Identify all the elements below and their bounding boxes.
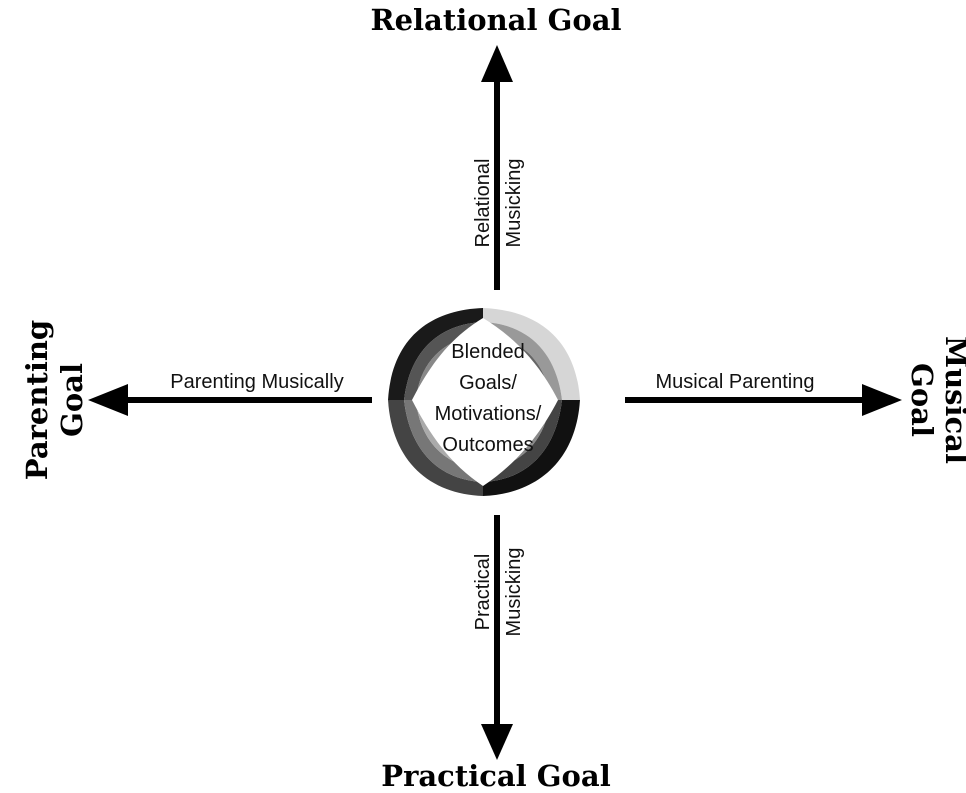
arrow-down-label-line1: Practical bbox=[472, 554, 494, 631]
arrow-down bbox=[481, 515, 513, 760]
goal-title-practical: Practical Goal bbox=[381, 759, 610, 793]
center-white-lens bbox=[412, 318, 558, 486]
goal-title-musical-line1: Musical bbox=[939, 336, 966, 464]
arrow-right-label: Musical Parenting bbox=[656, 371, 815, 393]
center-blend-shape bbox=[388, 305, 580, 498]
arrow-left-label: Parenting Musically bbox=[170, 371, 343, 393]
arrow-left bbox=[88, 384, 372, 416]
arrow-up-label-line1: Relational bbox=[472, 159, 494, 248]
goal-title-parenting-line2: Goal bbox=[55, 363, 89, 437]
goal-title-relational: Relational Goal bbox=[370, 3, 621, 37]
goal-title-parenting-line1: Parenting bbox=[20, 320, 54, 480]
center-text-line1: Blended bbox=[451, 341, 524, 363]
center-text-line4: Outcomes bbox=[442, 434, 533, 456]
goal-title-musical-line2: Goal bbox=[905, 363, 939, 437]
arrow-up bbox=[481, 45, 513, 290]
arrow-right bbox=[625, 384, 902, 416]
arrow-up-label-line2: Musicking bbox=[503, 159, 525, 248]
center-text-line3: Motivations/ bbox=[435, 403, 542, 425]
arrow-down-label-line2: Musicking bbox=[503, 548, 525, 637]
center-text-line2: Goals/ bbox=[459, 372, 517, 394]
